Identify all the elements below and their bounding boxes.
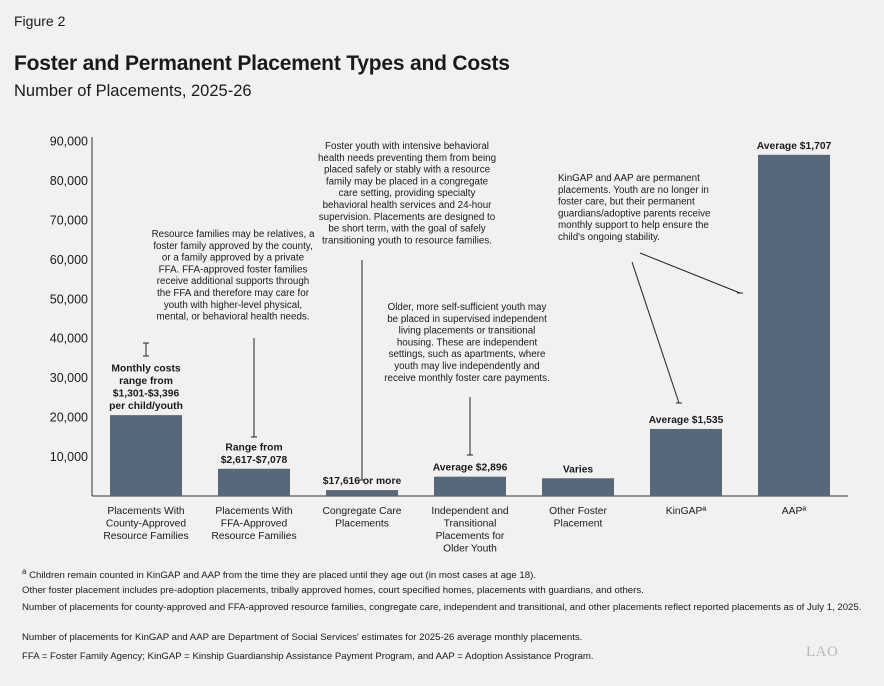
annotation-text: child's ongoing stability.	[558, 232, 660, 243]
bar-data-label: Average $1,535	[649, 415, 724, 426]
note-estimates: Number of placements for KinGAP and AAP …	[22, 632, 583, 643]
x-tick-label: Transitional	[444, 519, 497, 530]
bar-data-label: Varies	[563, 464, 594, 475]
bar-data-label: $17,616 or more	[323, 476, 402, 487]
annotation-text: be short term, with the goal of safely	[328, 224, 485, 235]
annotation-text: foster family approved by the county,	[153, 241, 312, 252]
annotation-text: foster care, but their permanent	[558, 197, 695, 208]
annotation-text: living placements or transitional	[399, 326, 536, 337]
note-acronyms: FFA = Foster Family Agency; KinGAP = Kin…	[22, 651, 594, 662]
annotation-text: placements. Youth are no longer in	[558, 185, 709, 196]
annotation-text: receive monthly foster care payments.	[384, 373, 550, 384]
annotation-text: behavioral health services and 24-hour	[323, 200, 493, 211]
annotation-text: FFA. FFA-approved foster families	[159, 264, 308, 275]
annotation-text: placed safely or stably with a resource	[324, 165, 491, 176]
x-tick-label: AAPª	[782, 506, 807, 517]
annotation-text: Older, more self-sufficient youth may	[388, 302, 547, 313]
bar-data-label: range from	[119, 376, 173, 387]
x-tick-label: Independent and	[431, 506, 509, 517]
bar	[758, 154, 830, 497]
x-tick-label: Resource Families	[103, 531, 188, 542]
y-tick-label: 10,000	[50, 450, 88, 464]
x-tick-label: Placements	[335, 519, 389, 530]
annotation-text: KinGAP and AAP are permanent	[558, 173, 700, 184]
leader-line	[639, 252, 741, 294]
annotation-text: transitioning youth to resource families…	[322, 235, 492, 246]
bar	[326, 490, 398, 496]
y-tick-label: 30,000	[50, 371, 88, 385]
x-tick-label: Placement	[554, 519, 603, 530]
bar-data-label: Average $2,896	[433, 463, 508, 474]
x-tick-label: Congregate Care	[323, 506, 402, 517]
x-tick-label: Placements With	[107, 506, 185, 517]
x-tick-label: County-Approved	[106, 519, 186, 530]
lao-logo: LAO	[806, 644, 839, 660]
leader-line	[631, 261, 680, 404]
y-tick-label: 20,000	[50, 411, 88, 425]
x-tick-label: Placements for	[436, 531, 505, 542]
x-tick-label: Older Youth	[443, 544, 497, 555]
y-tick-label: 70,000	[50, 213, 88, 227]
bar-chart: 10,000 20,000 30,000 40,000 50,000 60,000 70,0…	[50, 135, 848, 555]
bar-data-label: Average $1,707	[757, 141, 832, 152]
y-tick-label: 80,000	[50, 174, 88, 188]
y-tick-label: 50,000	[50, 292, 88, 306]
x-tick-label: Other Foster	[549, 506, 607, 517]
annotation-text: youth with higher-level physical,	[164, 300, 302, 311]
figure-label: Figure 2	[14, 13, 66, 29]
note-other-placement: Other foster placement includes pre-adop…	[22, 585, 644, 596]
bar	[650, 428, 722, 496]
bar-data-label: Monthly costs	[111, 364, 180, 375]
bar-data-label: $2,617-$7,078	[221, 455, 288, 466]
bar	[542, 478, 614, 496]
annotation-text: or a family approved by a private	[162, 253, 305, 264]
annotation-text: youth may live independently and	[394, 361, 539, 372]
footnote-a: a Children remain counted in KinGAP and …	[22, 566, 862, 582]
annotation-text: guardians/adoptive parents receive	[558, 208, 711, 219]
bar	[110, 415, 182, 496]
x-tick-label: Resource Families	[211, 531, 296, 542]
x-tick-label: Placements With	[215, 506, 293, 517]
annotation-text: Resource families may be relatives, a	[152, 229, 315, 240]
bar-data-label: $1,301-$3,396	[113, 389, 180, 400]
chart-subtitle: Number of Placements, 2025-26	[14, 82, 252, 100]
bar	[434, 476, 506, 496]
annotation-text: settings, such as apartments, where	[389, 349, 546, 360]
x-tick-label: KinGAPª	[666, 506, 707, 517]
annotation-text: health needs preventing them from being	[318, 153, 496, 164]
footnote-a-text: Children remain counted in KinGAP and AA…	[29, 570, 536, 582]
annotation-text: supervision. Placements are designed to	[319, 212, 496, 223]
chart-title: Foster and Permanent Placement Types and…	[14, 52, 510, 75]
annotation-text: family may be placed in a congregate	[326, 176, 489, 187]
y-tick-label: 60,000	[50, 253, 88, 267]
note-reported-placements: Number of placements for county-approved…	[22, 602, 862, 613]
y-tick-label: 90,000	[50, 135, 88, 149]
annotation-text: housing. These are independent	[397, 337, 538, 348]
bar-data-label: Range from	[225, 442, 282, 453]
annotation-text: the FFA and therefore may care for	[157, 288, 310, 299]
annotation-text: receive additional supports through	[157, 276, 310, 287]
annotation-text: monthly support to help ensure the	[558, 220, 709, 231]
bar	[218, 468, 290, 496]
annotation-text: Foster youth with intensive behavioral	[325, 141, 489, 152]
annotation-text: mental, or behavioral health needs.	[156, 312, 309, 323]
bar-data-label: per child/youth	[109, 401, 183, 412]
y-tick-label: 40,000	[50, 332, 88, 346]
annotation-text: be placed in supervised independent	[387, 314, 547, 325]
footnote-marker: a	[22, 567, 27, 576]
annotation-text: care setting, providing specialty	[339, 188, 476, 199]
x-tick-label: FFA-Approved	[221, 519, 288, 530]
